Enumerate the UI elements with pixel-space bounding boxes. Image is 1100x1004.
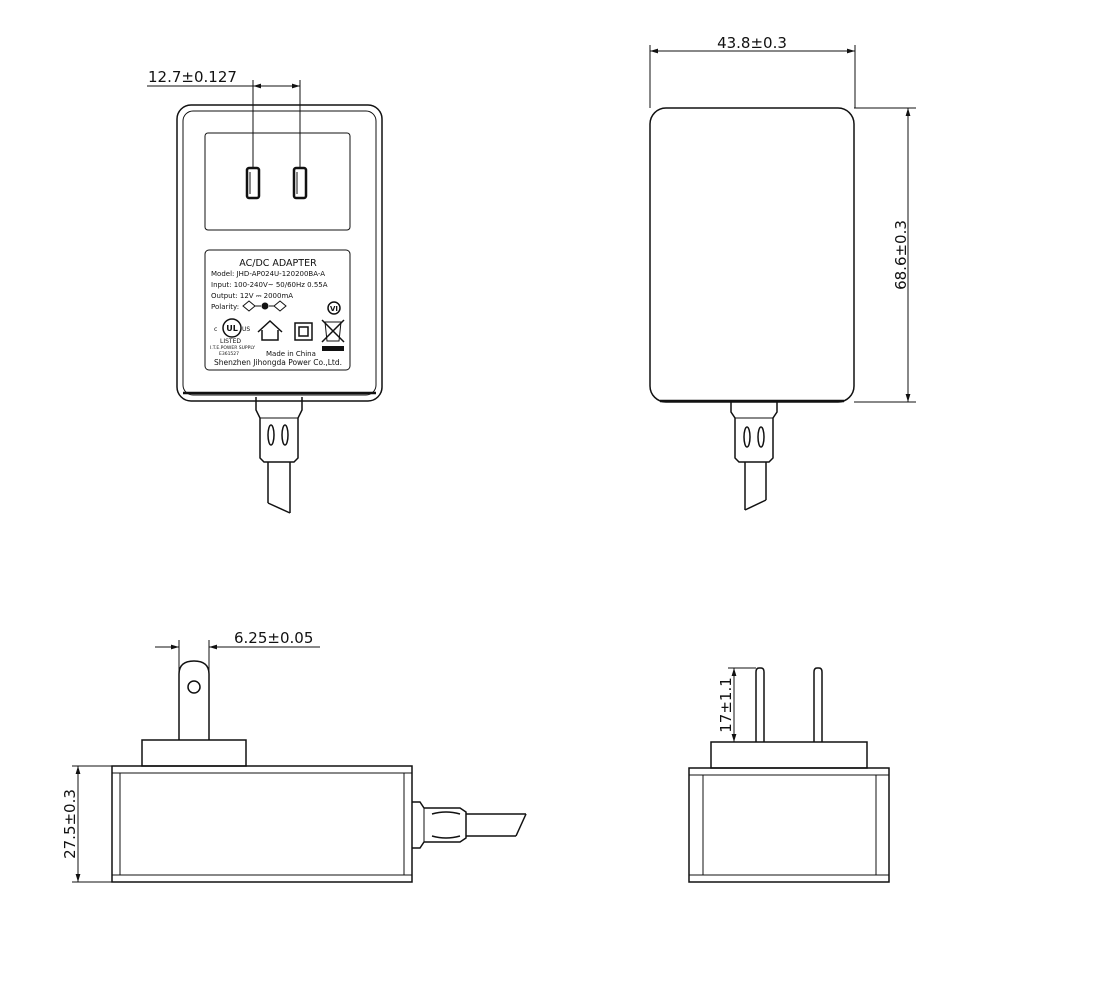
weee-bin-icon bbox=[321, 319, 345, 351]
label-plate bbox=[204, 249, 351, 371]
pin-hole bbox=[187, 680, 201, 694]
label-output: Output: 12V ⎓ 2000mA bbox=[211, 292, 293, 300]
front-inner-body bbox=[182, 110, 377, 396]
bottom-pin bbox=[178, 660, 210, 740]
svg-text:VI: VI bbox=[330, 305, 338, 313]
label-manufacturer: Shenzhen Jihongda Power Co.,Ltd. bbox=[214, 358, 342, 367]
dim-pin-thickness: 6.25±0.05 bbox=[155, 629, 320, 672]
bottom-body bbox=[111, 765, 413, 883]
pin-slot-left bbox=[245, 166, 261, 200]
label-listed: LISTED bbox=[220, 338, 241, 345]
indoor-use-icon bbox=[257, 319, 283, 341]
pin-slot-right bbox=[292, 166, 308, 200]
dim-pin-spacing-label: 12.7±0.127 bbox=[148, 68, 237, 86]
bottom-cord bbox=[412, 801, 527, 849]
side-body bbox=[649, 107, 855, 403]
front-cord bbox=[255, 397, 303, 514]
label-made-in: Made in China bbox=[266, 350, 316, 358]
dim-width-label: 43.8±0.3 bbox=[717, 34, 787, 52]
label-file-no: E361527 bbox=[219, 351, 239, 357]
dim-depth: 27.5±0.3 bbox=[61, 765, 112, 883]
side-cord bbox=[730, 402, 778, 511]
end-pin-left bbox=[755, 667, 765, 742]
end-pin-right bbox=[813, 667, 823, 742]
svg-text:UL: UL bbox=[226, 324, 238, 333]
svg-text:US: US bbox=[242, 326, 250, 333]
ul-listed-icon: UL c US bbox=[214, 318, 250, 338]
dim-pin-length-label: 17±1.1 bbox=[717, 677, 735, 733]
side-view: 43.8±0.3 68.6±0.3 bbox=[649, 34, 916, 511]
bottom-view: 6.25±0.05 27.5±0.3 bbox=[61, 629, 527, 883]
label-title: AC/DC ADAPTER bbox=[239, 258, 317, 269]
dim-height: 68.6±0.3 bbox=[854, 107, 916, 403]
dim-pin-thickness-label: 6.25±0.05 bbox=[234, 629, 313, 647]
vi-efficiency-icon: VI bbox=[327, 301, 341, 315]
dim-pin-spacing: 12.7±0.127 bbox=[147, 68, 301, 168]
label-polarity: Polarity: bbox=[211, 303, 239, 311]
svg-text:c: c bbox=[214, 326, 217, 333]
dim-pin-length: 17±1.1 bbox=[717, 667, 756, 742]
label-ite: I.T.E.POWER SUPPLY bbox=[210, 345, 255, 351]
double-insulation-icon bbox=[294, 322, 313, 341]
front-outer-body bbox=[176, 104, 383, 402]
front-view: AC/DC ADAPTER Model: JHD-AP024U-120200BA… bbox=[147, 68, 383, 514]
dim-depth-label: 27.5±0.3 bbox=[61, 789, 79, 859]
end-body bbox=[688, 767, 890, 883]
end-plug-base bbox=[710, 741, 868, 769]
bottom-plug-base bbox=[141, 739, 247, 767]
dim-width: 43.8±0.3 bbox=[649, 34, 856, 108]
label-input: Input: 100-240V~ 50/60Hz 0.55A bbox=[211, 281, 328, 289]
polarity-symbol-icon bbox=[242, 300, 287, 312]
pin-recess bbox=[204, 132, 351, 231]
end-view: 17±1.1 bbox=[688, 667, 890, 883]
dim-height-label: 68.6±0.3 bbox=[892, 220, 910, 290]
label-model: Model: JHD-AP024U-120200BA-A bbox=[211, 270, 325, 278]
